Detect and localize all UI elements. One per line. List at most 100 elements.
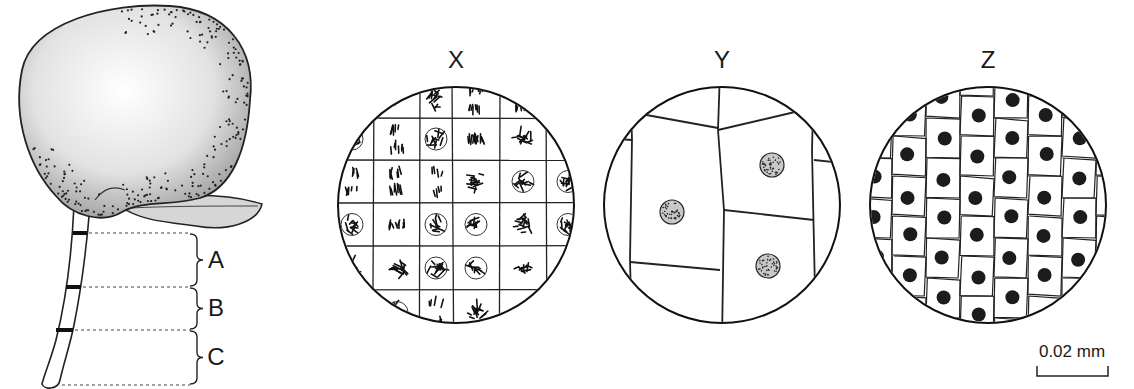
stipple-dot (245, 94, 247, 96)
stipple-dot (216, 28, 218, 30)
stipple-dot (71, 170, 73, 172)
chromosome (350, 268, 353, 271)
nucleus (901, 191, 915, 205)
chromosome (347, 312, 349, 316)
cell-wall (892, 336, 926, 376)
cell-wall (960, 136, 994, 176)
cell-wall (718, 70, 724, 340)
cell-wall (926, 198, 960, 238)
chromosome (515, 87, 517, 93)
stipple-dot (139, 21, 141, 23)
chromatin (669, 213, 671, 215)
chromosome (519, 173, 520, 177)
stipple-dot (137, 194, 139, 196)
chromosome (393, 98, 400, 100)
stipple-dot (230, 166, 232, 168)
nucleus (901, 349, 915, 363)
guide-line (62, 385, 190, 386)
stipple-dot (203, 192, 205, 194)
chromosome (574, 132, 576, 136)
nucleus (1005, 131, 1019, 145)
nucleus (1108, 311, 1122, 325)
chromatin (761, 264, 763, 266)
chromatin (758, 268, 760, 270)
stipple-dot (233, 46, 235, 48)
stipple-dot (228, 123, 230, 125)
chromosome (517, 314, 524, 320)
stipple-dot (199, 21, 201, 23)
cell-wall (858, 198, 892, 238)
chromatin (771, 266, 773, 268)
chromosome (440, 138, 443, 145)
chromosome (524, 84, 526, 91)
chromosome (348, 84, 349, 93)
stipple-dot (160, 186, 162, 188)
chromatin (762, 266, 764, 268)
chromosome (433, 191, 435, 197)
chromatin (762, 161, 764, 163)
stipple-dot (233, 52, 235, 54)
stipple-dot (84, 197, 86, 199)
chromosome (390, 125, 392, 134)
nucleus (1037, 191, 1051, 205)
chromatin (662, 212, 664, 214)
nucleus (936, 173, 950, 187)
stipple-dot (149, 183, 151, 185)
chromosome (562, 301, 565, 308)
stipple-dot (54, 165, 56, 167)
stipple-dot (246, 104, 248, 106)
stipple-dot (192, 14, 194, 16)
stipple-dot (132, 203, 134, 205)
stipple-dot (220, 180, 222, 182)
cell-wall (926, 158, 960, 198)
stipple-dot (63, 177, 65, 179)
cell-wall (926, 238, 960, 278)
chromosome (345, 310, 347, 315)
cell-wall (858, 38, 892, 78)
stipple-dot (99, 214, 101, 216)
stipple-dot (214, 184, 216, 186)
nucleus (1106, 71, 1120, 85)
chromosome (432, 103, 436, 111)
chromosome (471, 104, 473, 110)
chromosome (357, 85, 358, 92)
stipple-dot (50, 148, 52, 150)
nucleus (901, 71, 915, 85)
stipple-dot (232, 74, 234, 76)
cell-wall (994, 238, 1028, 278)
chromatin (766, 172, 768, 174)
stipple-dot (46, 175, 48, 177)
stipple-dot (191, 185, 193, 187)
stipple-dot (165, 187, 167, 189)
chromosome (437, 264, 440, 270)
chromatin (766, 169, 768, 171)
chromatin (671, 211, 673, 213)
stipple-dot (230, 165, 232, 167)
chromosome (355, 104, 357, 112)
nucleus (1072, 171, 1086, 185)
nucleus (1004, 50, 1018, 64)
nucleus (937, 333, 951, 347)
chromosome (571, 87, 573, 97)
chromosome (521, 218, 527, 225)
nucleus (1106, 188, 1120, 202)
chromosome (397, 310, 400, 314)
stipple-dot (145, 25, 147, 27)
cell-wall (330, 79, 590, 80)
chromosome (566, 188, 571, 191)
stipple-dot (44, 173, 46, 175)
stipple-dot (226, 140, 228, 142)
nucleus (341, 128, 363, 150)
nucleus (971, 271, 985, 285)
chromatin (776, 267, 778, 269)
chromosome (346, 223, 349, 232)
cell-wall (1062, 238, 1096, 278)
chromatin (668, 217, 670, 219)
stipple-dot (74, 203, 76, 205)
cell-wall (960, 256, 994, 296)
stipple-dot (164, 172, 166, 174)
nucleus (1037, 229, 1051, 243)
stipple-dot (208, 19, 210, 21)
nucleus (465, 214, 487, 236)
chromosome (469, 261, 474, 265)
